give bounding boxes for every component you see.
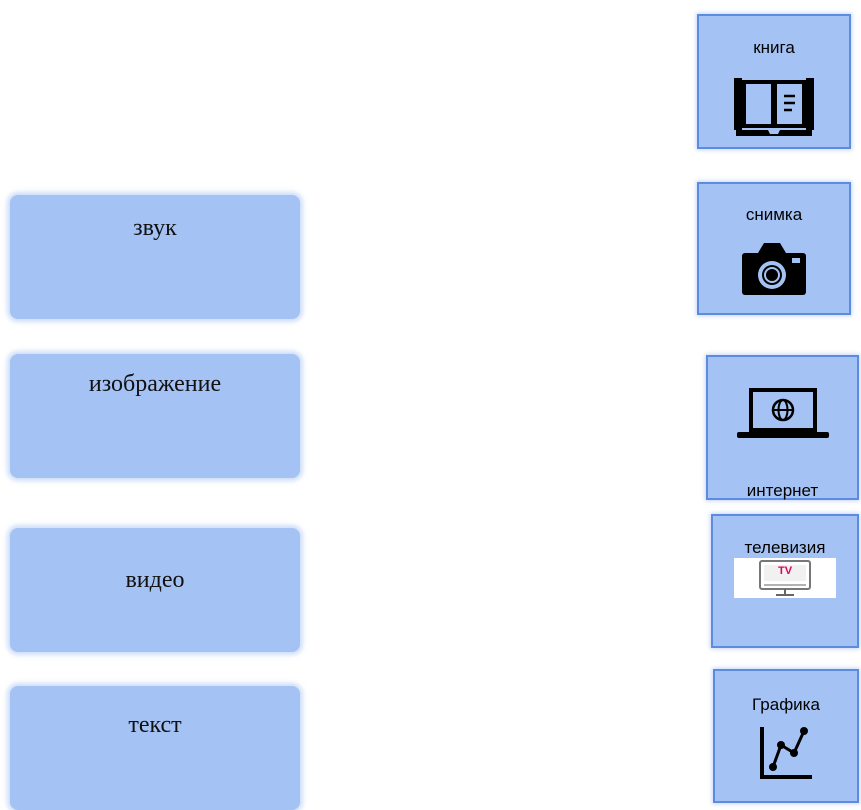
- card-graphics[interactable]: Графика: [713, 669, 859, 803]
- left-item-label: изображение: [88, 371, 222, 397]
- line-graph-icon: [756, 723, 816, 783]
- card-label: снимка: [745, 205, 803, 224]
- card-label: Графика: [752, 695, 820, 714]
- left-item-label: видео: [125, 567, 185, 593]
- tv-icon: TV: [734, 558, 836, 598]
- tv-icon-text: TV: [777, 565, 793, 577]
- left-item-label: звук: [133, 215, 177, 241]
- card-label: интернет: [746, 481, 819, 500]
- card-television[interactable]: телевизия TV: [711, 514, 859, 648]
- card-label: книга: [753, 38, 795, 57]
- card-book[interactable]: книга: [697, 14, 851, 149]
- left-item-video[interactable]: видео: [10, 528, 300, 652]
- left-item-image[interactable]: изображение: [10, 354, 300, 478]
- card-internet[interactable]: интернет: [706, 355, 859, 500]
- left-item-sound[interactable]: звук: [10, 195, 300, 319]
- card-photo[interactable]: снимка: [697, 182, 851, 315]
- left-item-text[interactable]: текст: [10, 686, 300, 810]
- laptop-globe-icon: [735, 386, 831, 442]
- book-icon: [732, 76, 816, 140]
- left-item-label: текст: [128, 712, 182, 738]
- card-label: телевизия: [744, 538, 826, 557]
- camera-icon: [738, 239, 810, 297]
